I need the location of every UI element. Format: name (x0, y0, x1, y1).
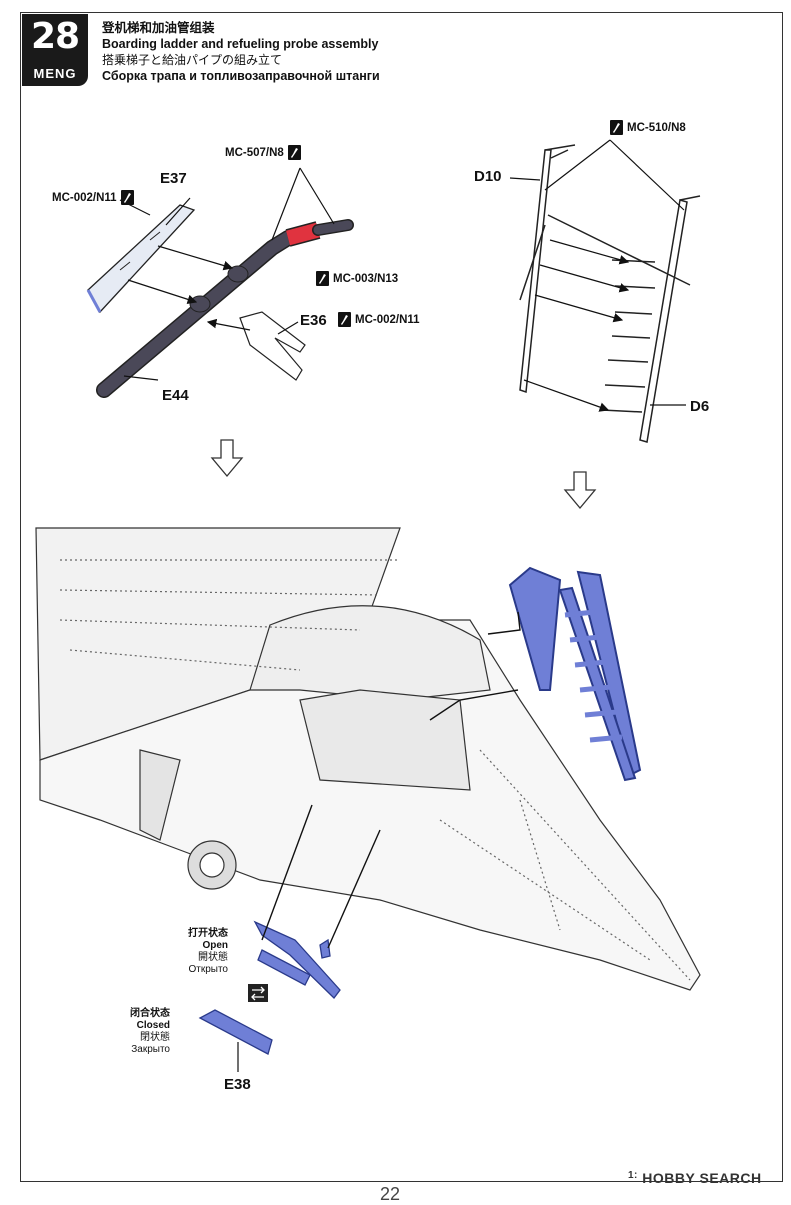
brush-icon (316, 271, 329, 286)
title-zh: 登机梯和加油管组装 (102, 21, 215, 35)
paint-mc002-a: MC-002/N11 (52, 190, 134, 205)
part-e37 (86, 204, 196, 314)
label-e38: E38 (224, 1076, 251, 1093)
paint-code-text: MC-002/N11 (355, 313, 420, 326)
state-closed-ru: Закрыто (131, 1044, 170, 1055)
part-e38-closed (198, 1009, 273, 1055)
probe-open-state (253, 920, 341, 999)
aircraft-fuselage (35, 527, 701, 991)
part-e44-probe (96, 219, 354, 398)
page-frame (20, 12, 783, 1182)
label-d6: D6 (690, 398, 710, 415)
down-arrows (210, 439, 597, 510)
state-closed-en: Closed (136, 1020, 170, 1031)
watermark-name: HOBBY SEARCH (642, 1170, 762, 1186)
state-open-ja: 開状態 (198, 952, 228, 963)
watermark: 1: HOBBY SEARCH (628, 1170, 762, 1186)
watermark-prefix: 1: (628, 1170, 638, 1181)
state-closed-label: 闭合状态 Closed 閉状態 Закрыто (110, 1008, 170, 1056)
part-ladder-d10-d6 (519, 144, 701, 443)
title-en: Boarding ladder and refueling probe asse… (102, 37, 379, 51)
paint-code-text: MC-003/N13 (333, 272, 399, 285)
brush-icon (610, 120, 623, 135)
label-e37: E37 (160, 170, 187, 187)
ladder-installed (508, 566, 642, 782)
step-title-block: 登机梯和加油管组装 Boarding ladder and refueling … (102, 20, 380, 84)
title-ja: 搭乗梯子と給油パイプの組み立て (102, 53, 283, 67)
state-open-zh: 打开状态 (188, 928, 228, 939)
paint-mc002-b: MC-002/N11 (338, 312, 420, 327)
paint-code-text: MC-002/N11 (52, 191, 117, 204)
paint-code-text: MC-510/N8 (627, 121, 686, 134)
step-number: 28 (30, 16, 80, 57)
state-open-en: Open (202, 940, 228, 951)
state-open-label: 打开状态 Open 開状態 Открыто (168, 928, 228, 976)
brush-icon (338, 312, 351, 327)
state-closed-zh: 闭合状态 (130, 1008, 170, 1019)
state-closed-ja: 閉状態 (140, 1032, 170, 1043)
swap-icon (248, 984, 268, 1002)
label-e36: E36 (300, 312, 327, 329)
brand-logo: MENG (33, 66, 77, 81)
state-open-ru: Открыто (188, 964, 228, 975)
page-number: 22 (380, 1184, 401, 1204)
title-ru: Сборка трапа и топливозаправочной штанги (102, 69, 380, 83)
paint-code-text: MC-507/N8 (225, 146, 284, 159)
paint-mc507: MC-507/N8 (225, 145, 301, 160)
paint-mc003: MC-003/N13 (316, 271, 398, 286)
part-e36 (239, 311, 306, 381)
brush-icon (120, 190, 134, 205)
paint-mc510: MC-510/N8 (610, 120, 686, 135)
brush-icon (287, 145, 301, 160)
label-e44: E44 (162, 387, 189, 404)
step-badge: 28 MENG (22, 14, 88, 86)
label-d10: D10 (474, 168, 502, 185)
